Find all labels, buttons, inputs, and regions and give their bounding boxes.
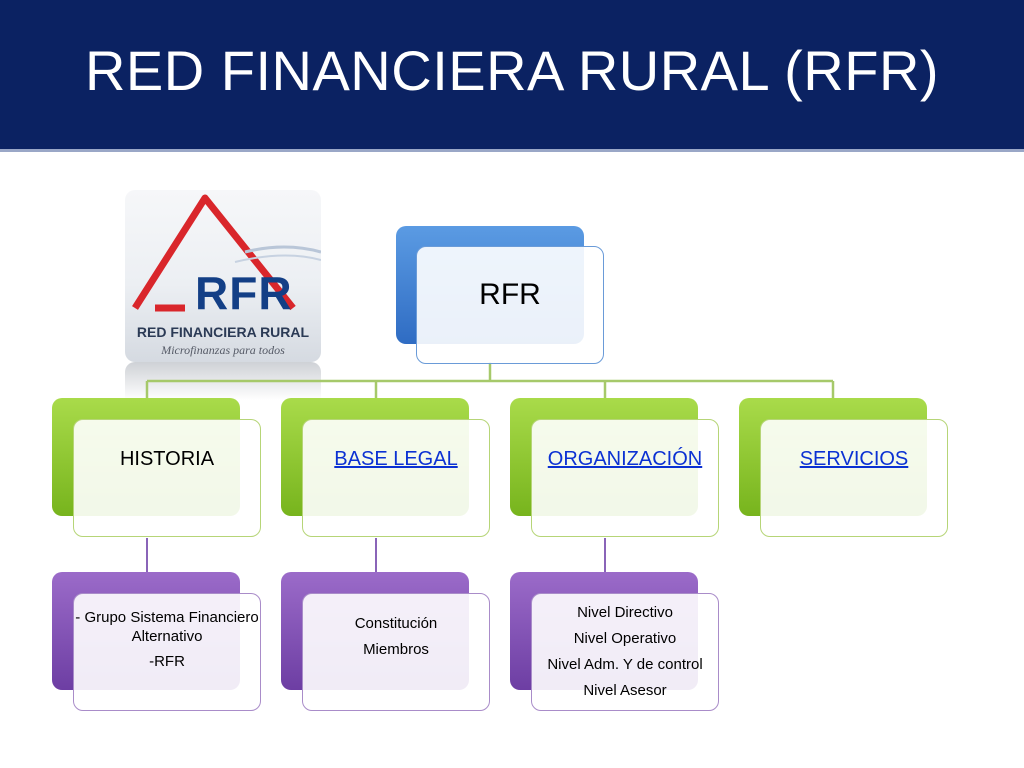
rfr-logo: RFR RED FINANCIERA RURAL Microfinanzas p…: [125, 190, 321, 362]
logo-name: RED FINANCIERA RURAL: [136, 324, 310, 340]
slide-title: RED FINANCIERA RURAL (RFR): [84, 39, 940, 102]
branch-historia: HISTORIA: [73, 419, 261, 537]
logo-tagline: Microfinanzas para todos: [161, 343, 285, 357]
branch-historia-label: HISTORIA: [119, 447, 215, 470]
organizacion-detail-item: Nivel Directivo: [577, 604, 673, 621]
organizacion-detail-item: Nivel Asesor: [583, 682, 667, 699]
base-legal-link[interactable]: BASE LEGAL: [334, 447, 458, 470]
title-banner: RED FINANCIERA RURAL (RFR): [0, 0, 1024, 152]
organizacion-detail-item: Nivel Operativo: [573, 630, 677, 647]
base-legal-detail-item: Constitución: [354, 615, 438, 632]
branch-organizacion: ORGANIZACIÓN: [531, 419, 719, 537]
organizacion-details: Nivel Directivo Nivel Operativo Nivel Ad…: [531, 593, 719, 711]
branch-servicios: SERVICIOS: [760, 419, 948, 537]
base-legal-details: Constitución Miembros: [302, 593, 490, 711]
organizacion-link[interactable]: ORGANIZACIÓN: [547, 447, 703, 470]
logo-initials: RFR: [195, 267, 293, 319]
organizacion-detail-item: Nivel Adm. Y de control: [547, 656, 703, 673]
historia-details: - Grupo Sistema Financiero Alternativo -…: [73, 593, 261, 711]
servicios-link[interactable]: SERVICIOS: [799, 447, 909, 470]
base-legal-detail-item: Miembros: [363, 641, 429, 658]
logo-triangle-icon: [132, 194, 321, 312]
historia-detail-item: - Grupo Sistema Financiero Alternativo: [75, 608, 259, 645]
root-node-label: RFR: [479, 278, 541, 311]
root-node: RFR: [416, 246, 604, 364]
branch-base-legal: BASE LEGAL: [302, 419, 490, 537]
historia-detail-item: -RFR: [149, 652, 185, 670]
